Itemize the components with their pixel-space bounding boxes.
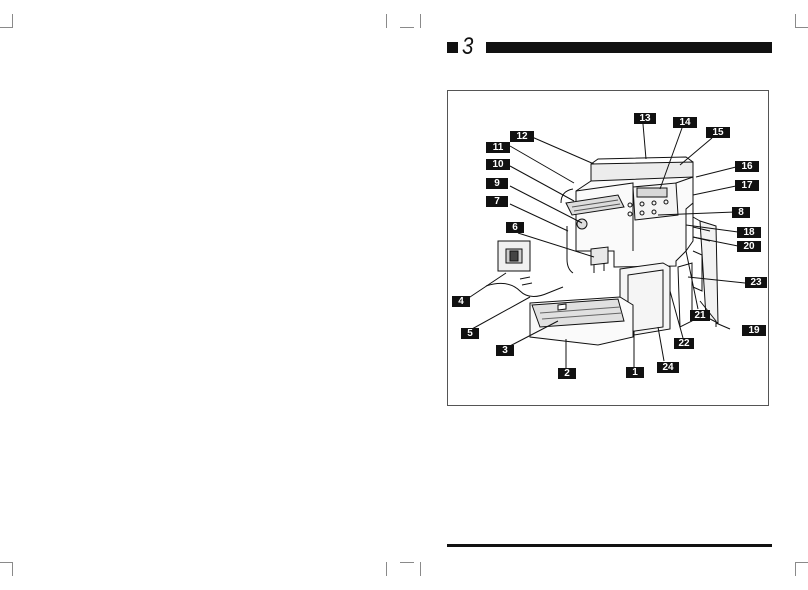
callout-22: 22 (674, 338, 694, 349)
callout-16: 16 (735, 161, 759, 172)
crop-mark-top-left (12, 14, 13, 28)
callout-14: 14 (673, 117, 697, 128)
callout-5: 5 (461, 328, 479, 339)
crop-mark-bottom-left (12, 562, 13, 576)
crop-mark-bottom-center (386, 562, 387, 576)
page-number: 3 (462, 33, 474, 60)
callout-11: 11 (486, 142, 510, 153)
callout-9: 9 (486, 178, 508, 189)
callout-20: 20 (737, 241, 761, 252)
callout-17: 17 (735, 180, 759, 191)
callout-21: 21 (690, 310, 710, 321)
crop-mark-top-center (400, 27, 414, 28)
callout-leader-lines (463, 123, 746, 374)
crop-mark-top-right (795, 14, 796, 28)
crop-mark-top-center (386, 14, 387, 28)
crop-mark-top-center (420, 14, 421, 28)
crop-mark-bottom-right (795, 562, 796, 576)
callout-4: 4 (452, 296, 470, 307)
callout-3: 3 (496, 345, 514, 356)
crop-mark-bottom-center (400, 562, 414, 563)
callout-24: 24 (657, 362, 679, 373)
callout-1: 1 (626, 367, 644, 378)
callout-8: 8 (732, 207, 750, 218)
page-marker-square (447, 42, 458, 53)
machine-illustration (463, 123, 746, 374)
machine-drawing (485, 156, 719, 346)
callout-19: 19 (742, 325, 766, 336)
crop-mark-bottom-center (420, 562, 421, 576)
crop-mark-top-right (796, 27, 808, 28)
crop-mark-bottom-right (796, 562, 808, 563)
callout-12: 12 (510, 131, 534, 142)
header-bar (486, 42, 772, 53)
figure-frame: 1 2 3 4 5 6 7 8 9 10 11 12 13 14 15 16 1… (447, 90, 769, 406)
callout-10: 10 (486, 159, 510, 170)
callout-23: 23 (745, 277, 767, 288)
footer-rule (447, 544, 772, 547)
callout-15: 15 (706, 127, 730, 138)
callout-13: 13 (634, 113, 656, 124)
callout-18: 18 (737, 227, 761, 238)
callout-6: 6 (506, 222, 524, 233)
crop-mark-top-left (0, 27, 12, 28)
crop-mark-bottom-left (0, 562, 12, 563)
callout-2: 2 (558, 368, 576, 379)
callout-7: 7 (486, 196, 508, 207)
